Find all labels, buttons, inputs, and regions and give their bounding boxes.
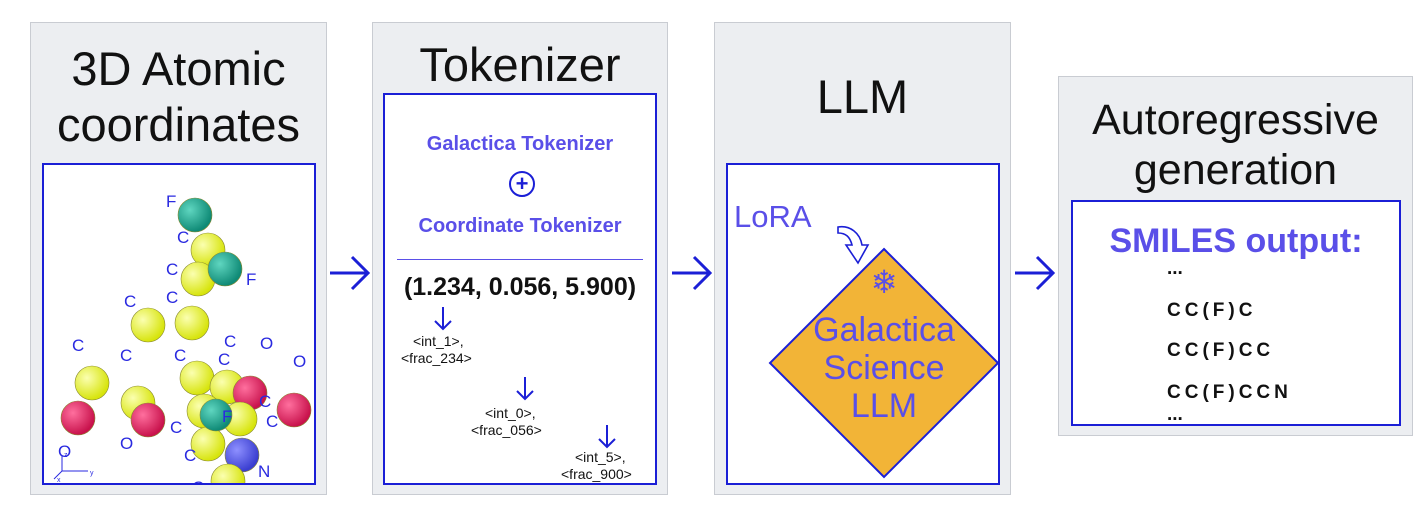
smiles-output-label: SMILES output:: [1109, 222, 1363, 260]
atom-label-o: O: [120, 434, 133, 453]
atom-f: [177, 197, 213, 233]
model-line-3: LLM: [850, 387, 918, 425]
smiles-output-box: SMILES output: ... CC(F)C CC(F)CC CC(F)C…: [1071, 200, 1401, 426]
galactica-tokenizer-label: Galactica Tokenizer: [426, 133, 614, 155]
model-diamond: [768, 247, 1000, 479]
ellipsis-top: ...: [1167, 258, 1183, 279]
axis-label-x: x: [57, 477, 61, 483]
atom-o: [60, 400, 96, 436]
frac-token: <frac_234>: [401, 350, 472, 366]
curved-arrow-icon: [837, 225, 870, 265]
flow-arrow-icon: [330, 255, 371, 291]
atom-label-f: F: [246, 270, 256, 289]
atom-o: [276, 392, 312, 428]
arrow-down-icon: [598, 425, 616, 449]
panel-autoregressive-generation: Autoregressive generation SMILES output:…: [1058, 76, 1413, 436]
coordinate-tokenizer-label: Coordinate Tokenizer: [418, 215, 622, 237]
lora-label: LoRA: [734, 199, 812, 234]
smiles-item: CC(F)CCN: [1167, 382, 1292, 403]
atom-label-c: C: [192, 478, 204, 483]
atom-c: [74, 365, 110, 401]
title-line-2: generation: [1133, 146, 1338, 194]
atom-label-c: C: [124, 292, 136, 311]
panel-title: Autoregressive generation: [1059, 95, 1412, 195]
token-group-2: <int_0>, <frac_056>: [471, 405, 542, 439]
panel-llm: LLM LoRA ❄ Galactica Science LLM: [714, 22, 1011, 495]
model-line-2: Science: [823, 349, 945, 387]
atom-c: [179, 360, 215, 396]
molecule-diagram: F C C F C C C C C C O C O C C C C F O O: [53, 192, 312, 499]
atom-label-c: C: [184, 446, 196, 465]
atom-label-c: C: [259, 392, 271, 411]
int-token: <int_1>,: [413, 333, 464, 349]
atom-label-f: F: [166, 192, 176, 211]
atom-label-n: N: [258, 462, 270, 481]
atom-label-o: O: [260, 334, 273, 353]
plus-icon: +: [509, 171, 535, 197]
atom-label-o: O: [58, 442, 71, 461]
panel-title: 3D Atomic coordinates: [31, 41, 326, 153]
atom-label-c: C: [266, 412, 278, 431]
int-token: <int_0>,: [485, 405, 536, 421]
axis-label-y: y: [90, 470, 94, 477]
atom-c: [130, 307, 166, 343]
atom-label-c: C: [72, 336, 84, 355]
flow-arrow-icon: [1015, 255, 1056, 291]
arrow-down-icon: [516, 377, 534, 401]
frac-token: <frac_900>: [561, 466, 632, 482]
atom-label-o: O: [293, 352, 306, 371]
title-line-2: coordinates: [57, 98, 300, 151]
panel-title: LLM: [816, 70, 909, 123]
int-token: <int_5>,: [575, 449, 626, 465]
token-group-1: <int_1>, <frac_234>: [401, 333, 472, 367]
smiles-item: CC(F)CC: [1167, 340, 1275, 361]
atom-f: [199, 398, 233, 432]
smiles-item: CC(F)C: [1167, 300, 1257, 321]
atom-o: [130, 402, 166, 438]
tokenizer-box: Galactica Tokenizer + Coordinate Tokeniz…: [383, 93, 657, 485]
model-name: Galactica Science LLM: [786, 311, 982, 425]
atom-label-c: C: [166, 260, 178, 279]
atom-f: [207, 251, 243, 287]
snowflake-icon: ❄: [870, 263, 898, 301]
atom-label-c: C: [218, 350, 230, 369]
title-line-1: Autoregressive: [1092, 96, 1379, 144]
panel-tokenizer: Tokenizer Galactica Tokenizer + Coordina…: [372, 22, 668, 495]
axis-label-z: z: [64, 452, 68, 459]
atom-c: [174, 305, 210, 341]
atom-label-c: C: [174, 346, 186, 365]
frac-token: <frac_056>: [471, 422, 542, 438]
axes-indicator: [53, 455, 88, 480]
molecule-box: F C C F C C C C C C O C O C C C C F O O: [42, 163, 316, 499]
coordinate-values: (1.234, 0.056, 5.900): [403, 273, 637, 301]
arrow-down-icon: [434, 307, 452, 331]
flow-arrow-icon: [672, 255, 713, 291]
atom-label-c: C: [120, 346, 132, 365]
atom-label-c: C: [170, 418, 182, 437]
model-line-1: Galactica: [813, 311, 955, 349]
atom-label-c: C: [224, 332, 236, 351]
ellipsis-bottom: ...: [1167, 404, 1183, 425]
title-line-1: 3D Atomic: [71, 42, 286, 95]
divider: [397, 259, 643, 260]
panel-atomic-coordinates: 3D Atomic coordinates: [30, 22, 327, 499]
atom-label-c: C: [177, 228, 189, 247]
token-group-3: <int_5>, <frac_900>: [561, 449, 632, 483]
panel-title: Tokenizer: [419, 38, 621, 91]
llm-box: LoRA ❄ Galactica Science LLM: [726, 163, 1000, 485]
atom-label-c: C: [166, 288, 178, 307]
atom-label-f: F: [222, 407, 232, 426]
